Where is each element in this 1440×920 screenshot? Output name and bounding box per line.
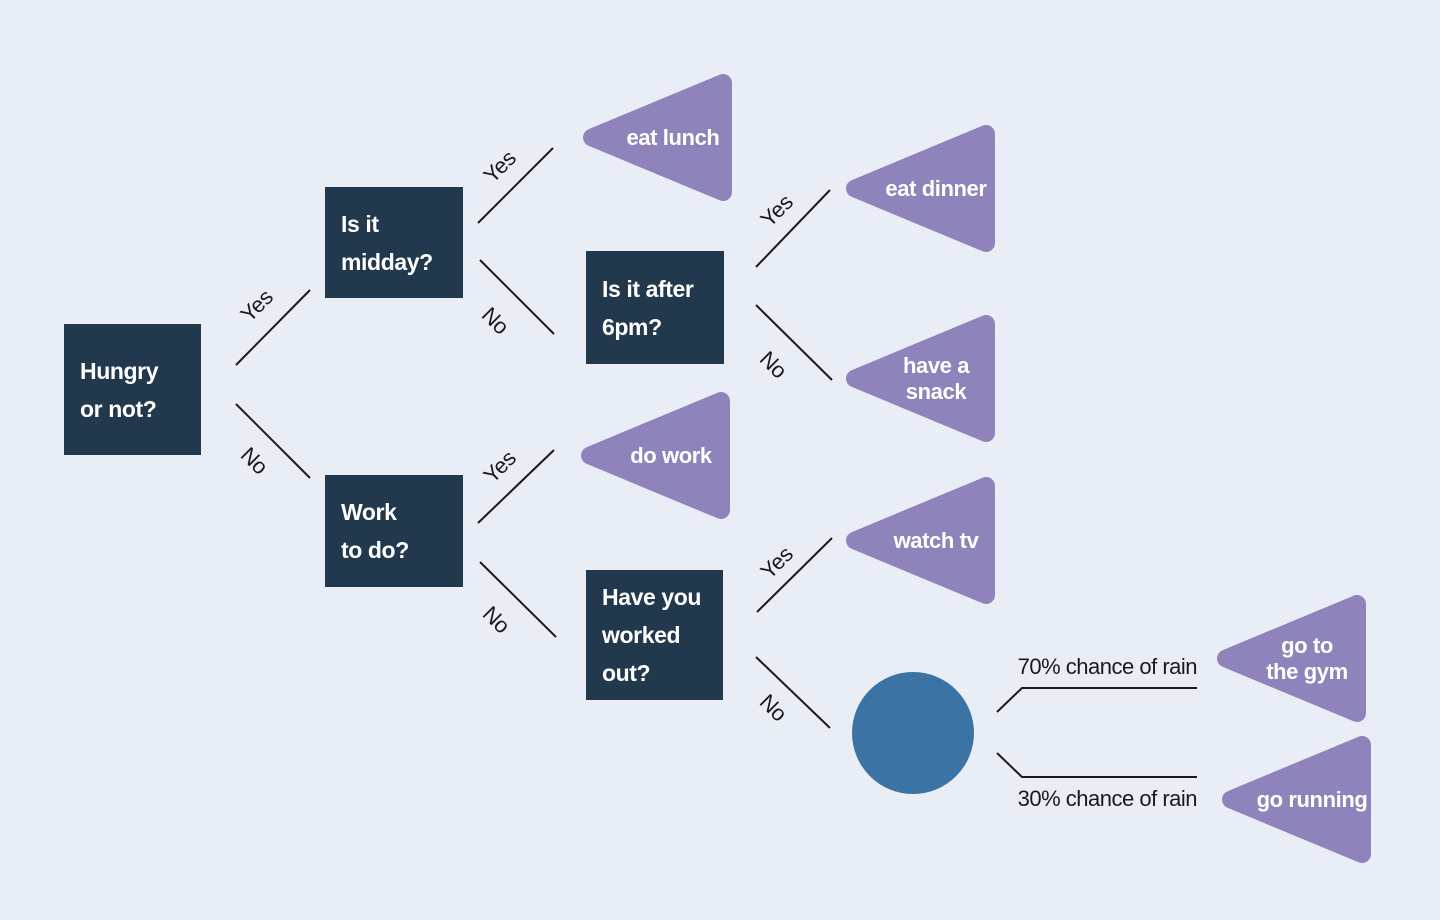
- outcome-node-have-a-snack-label: have a snack: [902, 352, 970, 404]
- edge-line-chance-low: [996, 752, 1197, 778]
- outcome-node-go-to-the-gym-label: go to the gym: [1266, 632, 1348, 684]
- edge-line-after6pm-no: [755, 304, 833, 381]
- decision-node-work-to-do: Work to do?: [325, 475, 463, 587]
- outcome-node-eat-lunch: eat lunch: [580, 72, 734, 203]
- outcome-node-go-to-the-gym: go to the gym: [1214, 593, 1368, 724]
- chance-node-rain: [852, 672, 974, 794]
- edge-line-midday-no: [479, 259, 555, 335]
- decision-node-after-6pm-label: Is it after 6pm?: [602, 275, 694, 340]
- triangle-icon: [1217, 595, 1366, 722]
- triangle-icon: [1222, 736, 1371, 863]
- edge-line-chance-high: [996, 687, 1197, 713]
- edge-line-work-yes: [477, 449, 555, 524]
- outcome-node-have-a-snack: have a snack: [843, 313, 997, 444]
- decision-node-hungry: Hungry or not?: [64, 324, 201, 455]
- triangle-icon: [846, 315, 995, 442]
- edge-line-midday-yes: [477, 147, 554, 224]
- edge-line-workedout-no: [755, 656, 831, 729]
- outcome-node-watch-tv-label: watch tv: [893, 527, 979, 553]
- edge-line-work-no: [479, 561, 557, 638]
- outcome-node-watch-tv: watch tv: [843, 475, 997, 606]
- chance-label-high: 70% chance of rain: [1017, 654, 1198, 679]
- chance-label-low: 30% chance of rain: [1017, 786, 1198, 811]
- outcome-node-go-running-label: go running: [1256, 786, 1368, 812]
- outcome-node-eat-dinner: eat dinner: [843, 123, 997, 254]
- edge-line-workedout-yes: [756, 537, 833, 613]
- decision-node-hungry-label: Hungry or not?: [80, 357, 159, 422]
- outcome-node-go-running: go running: [1219, 734, 1373, 865]
- decision-node-midday-label: Is it midday?: [341, 210, 433, 275]
- outcome-node-do-work: do work: [578, 390, 732, 521]
- edge-line-root-no: [235, 403, 311, 479]
- triangle-icon: [581, 392, 730, 519]
- edge-line-root-yes: [235, 289, 311, 366]
- triangle-icon: [583, 74, 732, 201]
- decision-node-work-to-do-label: Work to do?: [341, 499, 409, 563]
- decision-node-worked-out-label: Have you worked out?: [602, 584, 702, 686]
- decision-node-midday: Is it midday?: [325, 187, 463, 298]
- outcome-node-do-work-label: do work: [630, 442, 712, 468]
- outcome-node-eat-dinner-label: eat dinner: [885, 175, 987, 201]
- edge-line-after6pm-yes: [755, 189, 831, 268]
- outcome-node-eat-lunch-label: eat lunch: [626, 124, 720, 150]
- decision-node-worked-out: Have you worked out?: [586, 570, 723, 700]
- decision-node-after-6pm: Is it after 6pm?: [586, 251, 724, 364]
- triangle-icon: [846, 125, 995, 252]
- triangle-icon: [846, 477, 995, 604]
